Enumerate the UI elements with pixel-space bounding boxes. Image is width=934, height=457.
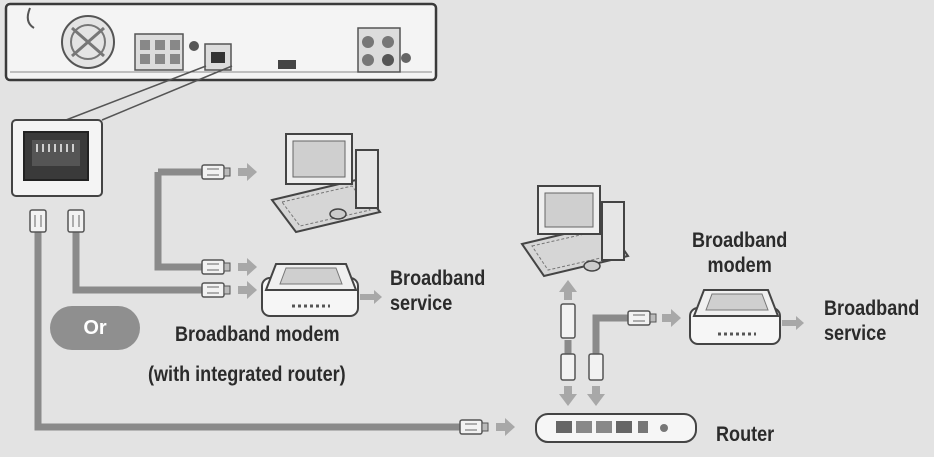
router-label: Router: [716, 422, 774, 447]
broadband-modem-icon: [689, 289, 804, 345]
arrow-right-icon: [238, 281, 257, 299]
broadband-modem-right-label: Broadband modem: [692, 228, 787, 278]
or-label: Or: [83, 317, 107, 339]
ethernet-plug: [67, 209, 85, 233]
integrated-modem-label: Broadband modem: [175, 322, 340, 347]
arrow-right-icon: [238, 258, 257, 276]
integrated-modem-label-line1: Broadband modem: [175, 323, 340, 346]
ethernet-plug: [201, 259, 231, 275]
zoom-line: [101, 65, 233, 121]
ethernet-cables: [34, 168, 630, 431]
broadband-service-right-label: Broadband service: [824, 296, 919, 346]
ethernet-plug: [29, 209, 47, 233]
integrated-modem-label-line2: (with integrated router): [148, 363, 346, 386]
home-theater-rear-panel: [4, 2, 438, 82]
or-badge: Or: [50, 306, 140, 350]
broadband-service-right-line1: Broadband: [824, 297, 920, 320]
router-connectors: [559, 280, 605, 406]
ethernet-plug: [627, 310, 657, 326]
broadband-modem-right-line2: modem: [707, 254, 772, 277]
broadband-modem-right-line1: Broadband: [692, 229, 788, 252]
broadband-service-left-label: Broadband service: [390, 266, 485, 316]
zoom-line: [65, 65, 207, 121]
router-label-text: Router: [716, 423, 775, 446]
integrated-modem-sublabel: (with integrated router): [148, 362, 346, 387]
broadband-service-right-line2: service: [824, 322, 887, 345]
arrow-right-icon: [662, 309, 681, 327]
ethernet-plug: [201, 282, 231, 298]
broadband-service-left-line1: Broadband: [390, 267, 486, 290]
ethernet-plug: [459, 419, 489, 435]
arrow-right-icon: [496, 418, 515, 436]
computer-icon: [520, 185, 630, 278]
broadband-service-left-line2: service: [390, 292, 453, 315]
integrated-router-modem-icon: [261, 263, 382, 317]
ethernet-plug: [201, 164, 231, 180]
arrow-right-icon: [238, 163, 257, 181]
lan-port-callout: [11, 119, 103, 197]
computer-icon: [270, 133, 382, 234]
router-icon: [535, 413, 697, 443]
